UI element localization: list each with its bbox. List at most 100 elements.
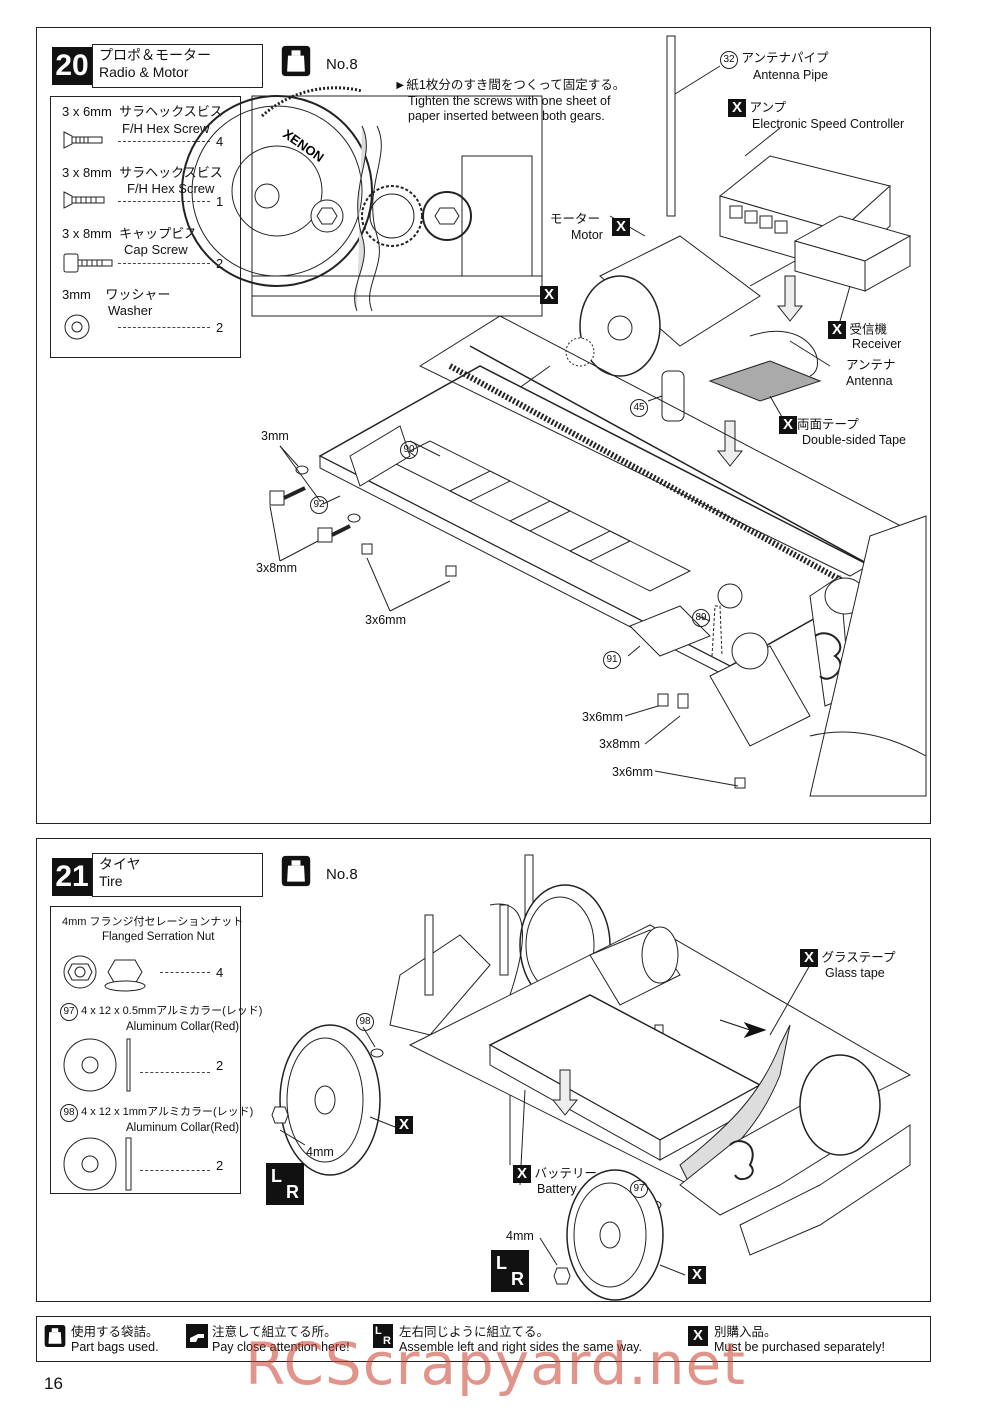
glass-tape-purchase-icon: X (800, 949, 818, 967)
collar-97-leader (140, 1072, 210, 1073)
receiver-purchase-icon: X (828, 321, 846, 339)
gear-mesh-inset: XENON (181, 86, 543, 317)
washer-3mm-label: 3mm (261, 429, 289, 443)
step21-title: タイヤ Tire (92, 853, 263, 897)
part-1-en: F/H Hex Screw (122, 121, 210, 136)
step20-chassis-drawing (269, 35, 927, 797)
watermark: RCScrapyard.net (245, 1330, 746, 1398)
collar-thick-icon (63, 1137, 132, 1191)
step20-title: プロポ＆モーター Radio & Motor (92, 44, 263, 88)
step20-number: 20 (52, 47, 92, 85)
flat-hex-screw-long-icon (63, 191, 105, 209)
washer-icon (64, 314, 90, 340)
step20-title-en: Radio & Motor (99, 64, 189, 80)
left-right-icon: L R (491, 1250, 529, 1292)
purchase-separately-icon: X (728, 99, 746, 117)
step20-parts-box (50, 96, 241, 358)
step21-title-en: Tire (99, 873, 123, 889)
part-3-name: 3 x 8mm キャップビス (62, 226, 198, 241)
part-4-en: Washer (108, 303, 153, 318)
step21-car-drawing (271, 854, 912, 1301)
flanged-nut-icon (63, 955, 146, 992)
part-98-label: 98 (356, 1013, 374, 1031)
part-1-qty: 4 (216, 134, 224, 149)
step21-frame (36, 838, 931, 1302)
bag-icon (281, 45, 311, 77)
screw-3x6-bottom-label: 3x6mm (612, 765, 653, 779)
tape-purchase-icon: X (779, 416, 797, 434)
legend-attention: 注意して組立てる所。Pay close attention here! (212, 1325, 350, 1354)
esc-label: X アンプ (728, 99, 786, 117)
page-number: 16 (44, 1374, 63, 1393)
antenna-pipe-en: Antenna Pipe (753, 68, 829, 82)
antenna-en: Antenna (846, 374, 893, 388)
antenna-jp: アンテナ (846, 358, 896, 372)
glass-tape-label: X グラステープ (800, 949, 896, 967)
step21-parts-box (50, 906, 241, 1194)
legend-bags: 使用する袋詰。Part bags used. (71, 1325, 159, 1354)
attention-hand-icon (186, 1324, 208, 1348)
purchase-separately-icon: X (688, 1326, 708, 1346)
bag-icon (44, 1325, 66, 1347)
tire-rear-purchase-icon: X (395, 1116, 413, 1134)
collar-thin-icon (63, 1038, 131, 1092)
part-2-leader (118, 201, 210, 202)
step20-bag-label: No.8 (326, 56, 358, 73)
gear-note-en1: Tighten the screws with one sheet of (408, 94, 611, 108)
part-1-name: 3 x 6mm サラヘックスビス (62, 104, 223, 119)
cap-screw-icon (63, 253, 113, 273)
part-3-qty: 2 (216, 256, 224, 271)
glass-tape-en: Glass tape (825, 966, 885, 980)
nut-leader (160, 972, 210, 973)
receiver-label: X 受信機 (828, 321, 887, 339)
part-90-label: 90 (400, 441, 418, 459)
screw-3x6-front-label: 3x6mm (582, 710, 623, 724)
nut-en: Flanged Serration Nut (102, 931, 215, 943)
collar-97-qty: 2 (216, 1058, 224, 1073)
bag-icon (281, 855, 311, 887)
part-2-qty: 1 (216, 194, 224, 209)
part-2-name: 3 x 8mm サラヘックスビス (62, 165, 223, 180)
part-89-label: 89 (692, 609, 710, 627)
part-97-label: 97 (630, 1180, 648, 1198)
screw-3x8-front-label: 3x8mm (599, 737, 640, 751)
battery-purchase-icon: X (513, 1165, 531, 1183)
gear-note-en2: paper inserted between both gears. (408, 109, 605, 123)
nut-4mm-label-front: 4mm (506, 1229, 534, 1243)
part-91-label: 91 (603, 651, 621, 669)
part-3-en: Cap Screw (124, 242, 188, 257)
step21-bag-label: No.8 (326, 866, 358, 883)
part-4-qty: 2 (216, 320, 224, 335)
flat-hex-screw-icon (63, 131, 103, 149)
legend-frame (36, 1316, 931, 1362)
part-4-leader (118, 327, 210, 328)
step20-frame (36, 27, 931, 824)
antenna-pipe-label: 32 アンテナパイプ (720, 51, 829, 69)
step21-number: 21 (52, 858, 92, 896)
part-2-en: F/H Hex Screw (127, 181, 215, 196)
battery-en: Battery (537, 1182, 577, 1196)
receiver-en: Receiver (852, 337, 902, 351)
legend-separate: 別購入品。Must be purchased separately! (714, 1325, 885, 1354)
screw-3x6-label: 3x6mm (365, 613, 406, 627)
battery-label: X バッテリー (513, 1165, 597, 1183)
part-4-name: 3mm ワッシャー (62, 287, 171, 302)
gear-note-jp: ►紙1枚分のすき間をつくって固定する。 (394, 78, 626, 92)
tape-en: Double-sided Tape (802, 433, 907, 447)
collar-98-qty: 2 (216, 1158, 224, 1173)
collar-98-name: 98 4 x 12 x 1mmアルミカラー(レッド) (60, 1104, 253, 1122)
left-right-icon: L R (373, 1324, 393, 1348)
left-right-icon: L R (266, 1163, 304, 1205)
part-92-label: 92 (310, 496, 328, 514)
pinion-purchase-icon: X (540, 286, 558, 304)
collar-97-name: 97 4 x 12 x 0.5mmアルミカラー(レッド) (60, 1003, 262, 1021)
legend-left-right: 左右同じように組立てる。Assemble left and right side… (399, 1325, 642, 1354)
tire-front-purchase-icon: X (688, 1266, 706, 1284)
collar-97-en: Aluminum Collar(Red) (126, 1021, 240, 1033)
motor-label-en: Motor (571, 228, 603, 242)
part-1-leader (118, 141, 210, 142)
part-3-leader (118, 263, 210, 264)
nut-name: 4mm フランジ付セレーションナット (62, 916, 244, 928)
collar-98-en: Aluminum Collar(Red) (126, 1122, 240, 1134)
